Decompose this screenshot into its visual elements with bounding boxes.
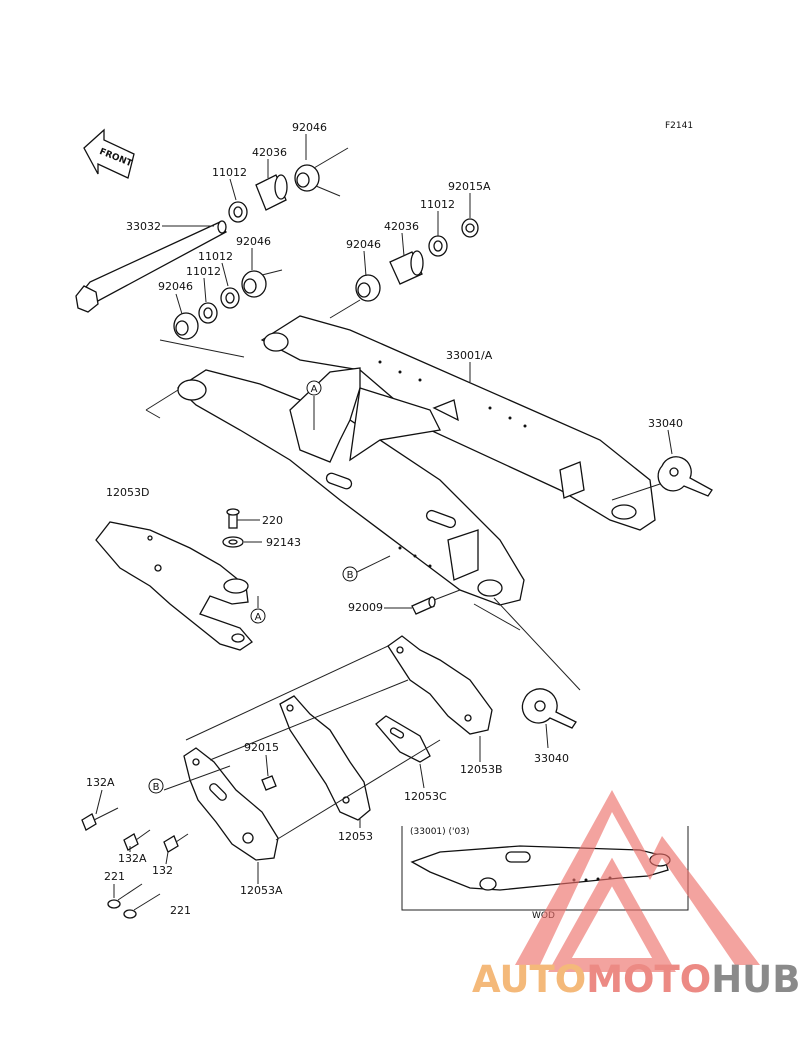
swingarm xyxy=(145,315,656,606)
label-33040-top: 33040 xyxy=(648,417,683,430)
label-92046-low: 92046 xyxy=(158,280,193,293)
label-92046-top: 92046 xyxy=(292,121,327,134)
label-132: 132 xyxy=(152,864,173,877)
label-12053d: 12053D xyxy=(106,486,149,499)
label-33032: 33032 xyxy=(126,220,161,233)
label-132a-top: 132A xyxy=(86,776,115,789)
bolt-132a-upper xyxy=(81,807,119,831)
ref-a-arm: A xyxy=(306,380,322,430)
ref-a-guide: A xyxy=(250,596,266,624)
label-220: 220 xyxy=(262,514,283,527)
svg-text:A: A xyxy=(255,612,262,623)
label-132a-low: 132A xyxy=(118,852,147,865)
chain-guard-12053 xyxy=(279,695,371,821)
label-42036-top: 42036 xyxy=(252,146,287,159)
label-11012-mid2: 11012 xyxy=(186,265,221,278)
screw-221-left xyxy=(107,883,143,909)
ref-b-guard: B xyxy=(148,778,164,794)
label-11012-right: 11012 xyxy=(420,198,455,211)
chain-guard-12053b xyxy=(387,635,493,735)
bolt-132 xyxy=(163,833,189,853)
label-12053a: 12053A xyxy=(240,884,283,897)
label-12053b: 12053B xyxy=(460,763,503,776)
label-92046-right: 92046 xyxy=(346,238,381,251)
watermark-text: AUTOMOTOHUB xyxy=(472,958,800,1001)
assembly-lines xyxy=(163,645,441,841)
label-11012-top: 11012 xyxy=(212,166,247,179)
label-92009: 92009 xyxy=(348,601,383,614)
label-11012-mid: 11012 xyxy=(198,250,233,263)
part-labels: 92046 42036 11012 33032 92046 11012 1101… xyxy=(86,121,683,917)
label-221-right: 221 xyxy=(170,904,191,917)
bolt-220 xyxy=(226,508,260,529)
chain-guard-12053a xyxy=(183,747,279,861)
washer-92143 xyxy=(222,536,262,548)
label-92015: 92015 xyxy=(244,741,279,754)
label-12053c: 12053C xyxy=(404,790,447,803)
label-92143: 92143 xyxy=(266,536,301,549)
label-33001a: 33001/A xyxy=(446,349,493,362)
chain-adjuster-upper xyxy=(611,456,713,501)
screw-221-right xyxy=(123,893,161,919)
pivot-shaft xyxy=(75,220,227,313)
watermark-logo xyxy=(515,790,760,972)
label-42036-right: 42036 xyxy=(384,220,419,233)
chain-adjuster-lower xyxy=(473,597,581,729)
bolt-132a-lower xyxy=(123,829,151,851)
left-bearing-stack xyxy=(159,147,349,358)
chain-guard-insert-12053c xyxy=(375,715,431,763)
svg-text:B: B xyxy=(153,782,160,793)
label-33040-low: 33040 xyxy=(534,752,569,765)
label-92046-mid: 92046 xyxy=(236,235,271,248)
svg-text:A: A xyxy=(311,384,318,395)
label-221-left: 221 xyxy=(104,870,125,883)
adjuster-bolt-92009 xyxy=(411,589,461,615)
ref-b-arm: B xyxy=(342,555,391,582)
right-bearing-stack xyxy=(329,218,479,319)
inset-box: (33001) ('03) WOD xyxy=(401,826,689,921)
label-12053: 12053 xyxy=(338,830,373,843)
nut-92015 xyxy=(261,775,277,791)
front-arrow-icon: FRONT xyxy=(83,128,135,179)
label-92015a: 92015A xyxy=(448,180,491,193)
figure-code: F2141 xyxy=(665,121,693,131)
chain-guide-12053d xyxy=(95,521,253,651)
svg-text:B: B xyxy=(347,570,354,581)
inset-title: (33001) ('03) xyxy=(410,827,469,837)
